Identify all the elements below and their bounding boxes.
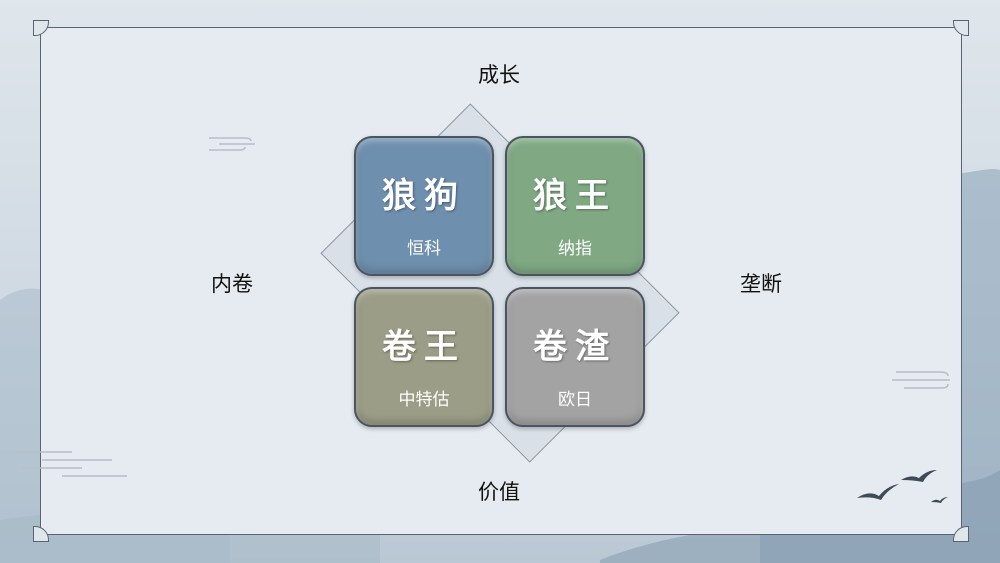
quadrant-bottom-left: 卷王 中特估 xyxy=(354,287,494,427)
quadrant-title: 狼王 xyxy=(533,176,617,216)
frame-corner-bottom-right xyxy=(953,526,969,542)
quadrant-title: 卷王 xyxy=(382,327,466,367)
quadrant-title: 卷渣 xyxy=(533,327,617,367)
quadrant-title: 狼狗 xyxy=(382,176,466,216)
frame-corner-bottom-left xyxy=(33,526,49,542)
axis-label-right: 垄断 xyxy=(740,272,782,296)
quadrant-top-left: 狼狗 恒科 xyxy=(354,136,494,276)
quadrant-subtitle: 纳指 xyxy=(558,239,592,259)
birds-icon xyxy=(857,470,948,503)
frame-corner-top-right xyxy=(953,20,969,36)
frame-corner-top-left xyxy=(33,20,49,36)
axis-label-top: 成长 xyxy=(478,63,520,87)
quadrant-top-right: 狼王 纳指 xyxy=(505,136,645,276)
axis-label-bottom: 价值 xyxy=(478,480,520,504)
quadrant-subtitle: 中特估 xyxy=(398,390,450,410)
quadrant-subtitle: 恒科 xyxy=(407,239,441,259)
axis-label-left: 内卷 xyxy=(211,272,253,296)
quadrant-subtitle: 欧日 xyxy=(558,390,592,410)
cloud-icon xyxy=(209,137,255,151)
cloud-icon xyxy=(892,371,950,389)
cloud-icon xyxy=(16,451,127,477)
quadrant-bottom-right: 卷渣 欧日 xyxy=(505,287,645,427)
